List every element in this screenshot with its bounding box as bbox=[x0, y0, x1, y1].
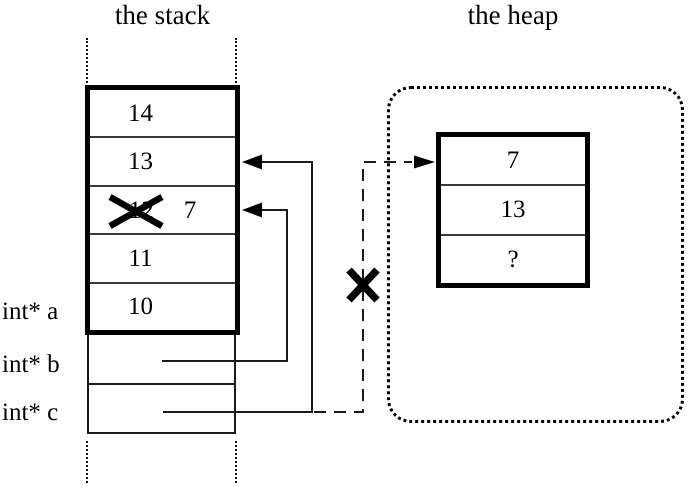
stack-guide-dotted-top-left bbox=[86, 38, 88, 83]
stack-cell-value: 10 bbox=[128, 293, 153, 321]
heap-cell-13: 13 bbox=[441, 184, 585, 233]
heap-cell-value: ? bbox=[507, 245, 519, 273]
stack-guide-dotted-top-right bbox=[235, 38, 237, 83]
stack-guide-dotted-bottom-left bbox=[86, 441, 88, 483]
heap-cell-value: 7 bbox=[506, 147, 520, 175]
stack-cell-10: 10 bbox=[90, 281, 235, 330]
stack-cell-old-value: 12 bbox=[128, 196, 154, 224]
heap-record-box: 7 13 ? bbox=[436, 132, 590, 288]
heap-title: the heap bbox=[467, 0, 559, 30]
stack-guide-dotted-bottom-right bbox=[235, 441, 237, 483]
stack-cell-value: 14 bbox=[128, 99, 153, 127]
label-int-ptr-c: int* c bbox=[2, 399, 59, 426]
label-int-ptr-a: int* a bbox=[2, 298, 59, 325]
stack-cell-13: 13 bbox=[90, 136, 235, 184]
heap-cell-value: 13 bbox=[500, 196, 526, 224]
stack-cell-14: 14 bbox=[90, 90, 235, 136]
pointer-cell-b bbox=[89, 335, 234, 383]
pointer-cell-c bbox=[89, 382, 234, 433]
stack-cell-value: 11 bbox=[128, 244, 153, 272]
stack-frame-box: 14 13 12 7 11 10 bbox=[85, 85, 240, 335]
stack-pointer-cells-box bbox=[87, 335, 236, 434]
label-int-ptr-b: int* b bbox=[2, 351, 60, 378]
stack-title: the stack bbox=[114, 0, 211, 30]
stack-cell-12-crossed: 12 7 bbox=[90, 184, 235, 233]
stack-cell-11: 11 bbox=[90, 233, 235, 281]
stack-cell-value: 13 bbox=[128, 148, 153, 176]
heap-cell-7: 7 bbox=[441, 137, 585, 184]
dangling-pointer-x-icon bbox=[346, 267, 380, 303]
heap-cell-unknown: ? bbox=[441, 233, 585, 283]
stack-cell-new-value: 7 bbox=[183, 196, 197, 224]
